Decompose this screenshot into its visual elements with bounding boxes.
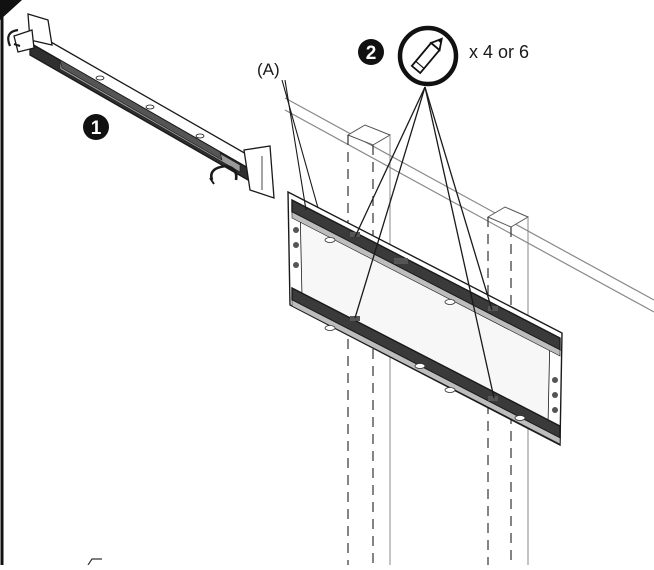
pencil-icon [397, 25, 459, 87]
frame-border [0, 0, 22, 565]
step-1-badge: 1 [83, 114, 109, 140]
wall-stud-left [346, 124, 392, 565]
step-1-number: 1 [91, 118, 102, 139]
step-2-leader-lines [354, 86, 495, 399]
wall-plate [287, 190, 563, 447]
mounting-bracket-arm [7, 13, 275, 199]
quantity-label: x 4 or 6 [469, 42, 529, 62]
wall-edge-lines [284, 97, 654, 313]
part-a-label: (A) [257, 60, 280, 79]
step-2-badge: 2 [358, 39, 384, 65]
partial-element-bottom [87, 558, 102, 566]
part-a-leader-lines [281, 79, 319, 211]
step-2-number: 2 [366, 43, 377, 64]
